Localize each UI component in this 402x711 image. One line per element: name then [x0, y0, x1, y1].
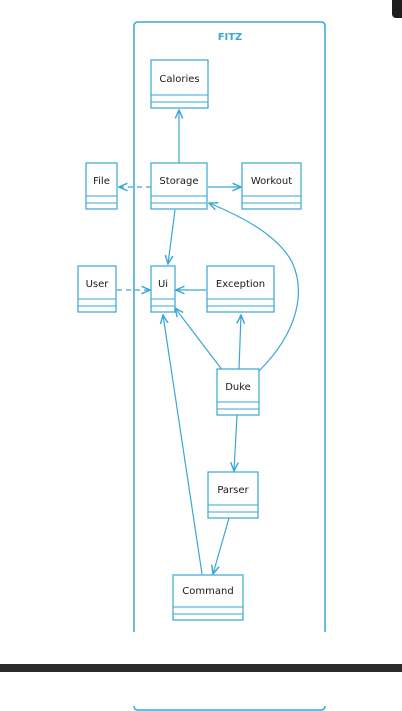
class-exception-label: Exception: [216, 279, 265, 290]
class-command: Command: [172, 574, 244, 621]
package-title: FITZ: [218, 32, 243, 43]
class-calories-label: Calories: [159, 74, 199, 85]
class-storage-label: Storage: [159, 176, 198, 187]
class-user-label: User: [86, 279, 110, 290]
page-divider-band: [0, 664, 402, 672]
corner-tab: [392, 0, 402, 18]
class-command-label: Command: [182, 586, 233, 597]
class-duke-label: Duke: [225, 382, 251, 393]
class-ui: Ui: [150, 265, 176, 313]
package-frame-fragment: [133, 705, 326, 711]
command-to-ui-arrow: [163, 315, 203, 575]
class-storage: Storage: [150, 162, 208, 210]
class-ui-label: Ui: [158, 279, 168, 290]
duke-to-parser-arrow: [234, 414, 237, 471]
class-workout-label: Workout: [251, 176, 292, 187]
package-frame: [133, 21, 326, 632]
duke-to-exception-arrow: [239, 315, 241, 370]
class-file-label: File: [93, 176, 110, 187]
class-exception: Exception: [206, 265, 275, 313]
connectors: [117, 110, 299, 575]
storage-to-ui-arrow: [168, 209, 176, 264]
class-parser-label: Parser: [217, 485, 249, 496]
class-user: User: [77, 265, 117, 313]
class-parser: Parser: [207, 471, 259, 519]
duke-to-storage-arrow: [209, 203, 299, 372]
class-workout: Workout: [241, 162, 302, 210]
duke-to-ui-arrow: [175, 308, 224, 372]
class-duke: Duke: [216, 368, 260, 416]
class-file: File: [85, 162, 118, 210]
parser-to-command-arrow: [213, 517, 230, 574]
class-calories: Calories: [150, 59, 209, 109]
